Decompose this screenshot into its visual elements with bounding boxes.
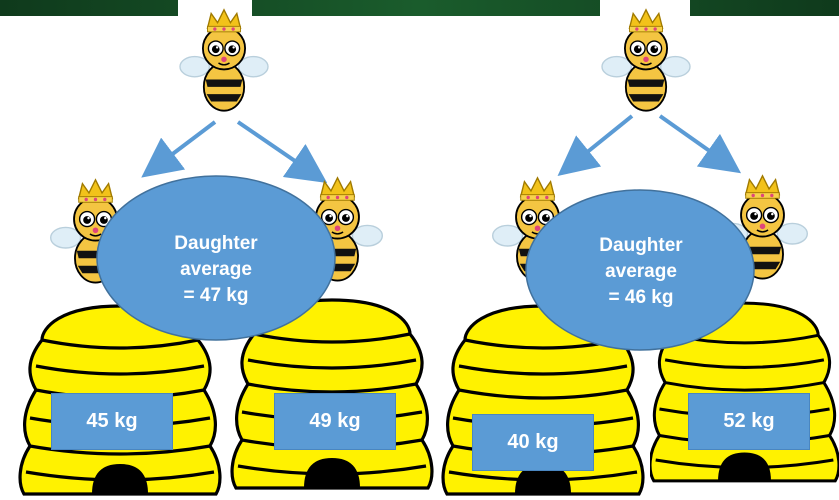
queen-bee-icon: [180, 10, 268, 111]
queen-bee-icon: [602, 10, 690, 111]
arrow-to-daughter-2: [238, 122, 314, 174]
daughter-weight-label: 49 kg: [274, 393, 396, 450]
daughter-average-oval: [526, 190, 754, 350]
daughter-weight-label: 40 kg: [472, 414, 594, 471]
daughter-average-oval: [97, 176, 335, 340]
daughter-weight-label: 45 kg: [51, 393, 173, 450]
arrow-to-daughter-2: [660, 116, 728, 164]
arrow-to-daughter-1: [570, 116, 632, 166]
arrow-to-daughter-1: [154, 122, 215, 168]
daughter-weight-label: 52 kg: [688, 393, 810, 450]
